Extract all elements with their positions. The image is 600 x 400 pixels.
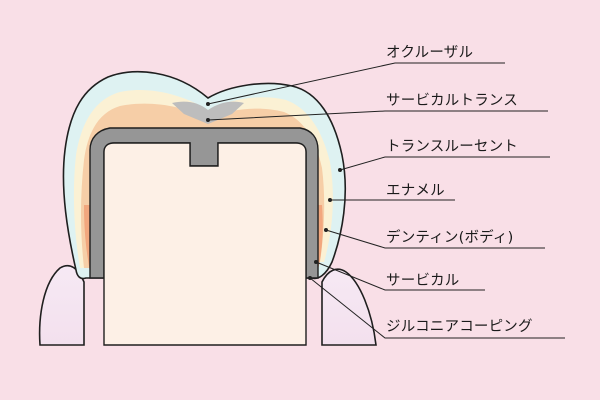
- gum-left: [38, 264, 85, 346]
- label-cervical: サービカル: [386, 273, 460, 289]
- marker-dots: [206, 102, 342, 280]
- leader-cervical: [315, 261, 485, 291]
- leader-translucent: [339, 156, 550, 171]
- leader-zirconia: [309, 277, 565, 339]
- occlusal-layer: [172, 101, 244, 124]
- label-dentin: デンティン(ボディ): [386, 230, 514, 246]
- label-zirconia: ジルコニアコーピング: [386, 319, 533, 335]
- gum-right: [321, 268, 377, 346]
- leader-subcervical-trans: [207, 110, 548, 121]
- label-subcervical-trans: サービカルトランス: [386, 93, 519, 109]
- label-enamel: エナメル: [386, 183, 445, 199]
- leader-lines: [207, 62, 565, 339]
- leader-dentin: [325, 229, 545, 249]
- label-translucent: トランスルーセント: [386, 139, 519, 155]
- leader-occlusal: [207, 62, 505, 105]
- tooth-core: [103, 142, 307, 346]
- label-occlusal: オクルーザル: [386, 45, 474, 61]
